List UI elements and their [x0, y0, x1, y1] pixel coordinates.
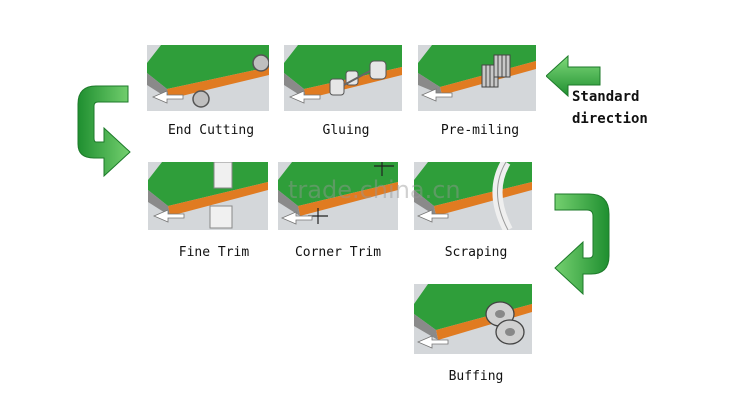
step-label-gluing: Gluing [322, 123, 370, 138]
standard-direction-label: Standard direction [572, 86, 648, 130]
right-turn-arrow-icon [553, 192, 613, 300]
gluing-panel [284, 45, 402, 111]
standard-direction-arrow-icon [545, 54, 602, 102]
buffing-panel [414, 284, 532, 354]
left-turn-arrow-icon [74, 84, 132, 182]
corner-trim-panel [278, 162, 398, 230]
step-label-buffing: Buffing [448, 369, 504, 384]
step-label-corner-trim: Corner Trim [294, 245, 382, 260]
end-cutting-panel [147, 45, 269, 111]
step-label-end-cutting: End Cutting [167, 123, 255, 138]
pre-miling-panel [418, 45, 536, 111]
step-label-pre-miling: Pre-miling [440, 123, 520, 138]
scraping-panel [414, 162, 532, 230]
fine-trim-panel [148, 162, 268, 230]
direction-line2: direction [572, 111, 648, 127]
direction-line1: Standard [572, 89, 640, 105]
watermark: trade.china.cn [288, 176, 461, 204]
step-label-scraping: Scraping [444, 245, 508, 260]
step-label-fine-trim: Fine Trim [178, 245, 250, 260]
